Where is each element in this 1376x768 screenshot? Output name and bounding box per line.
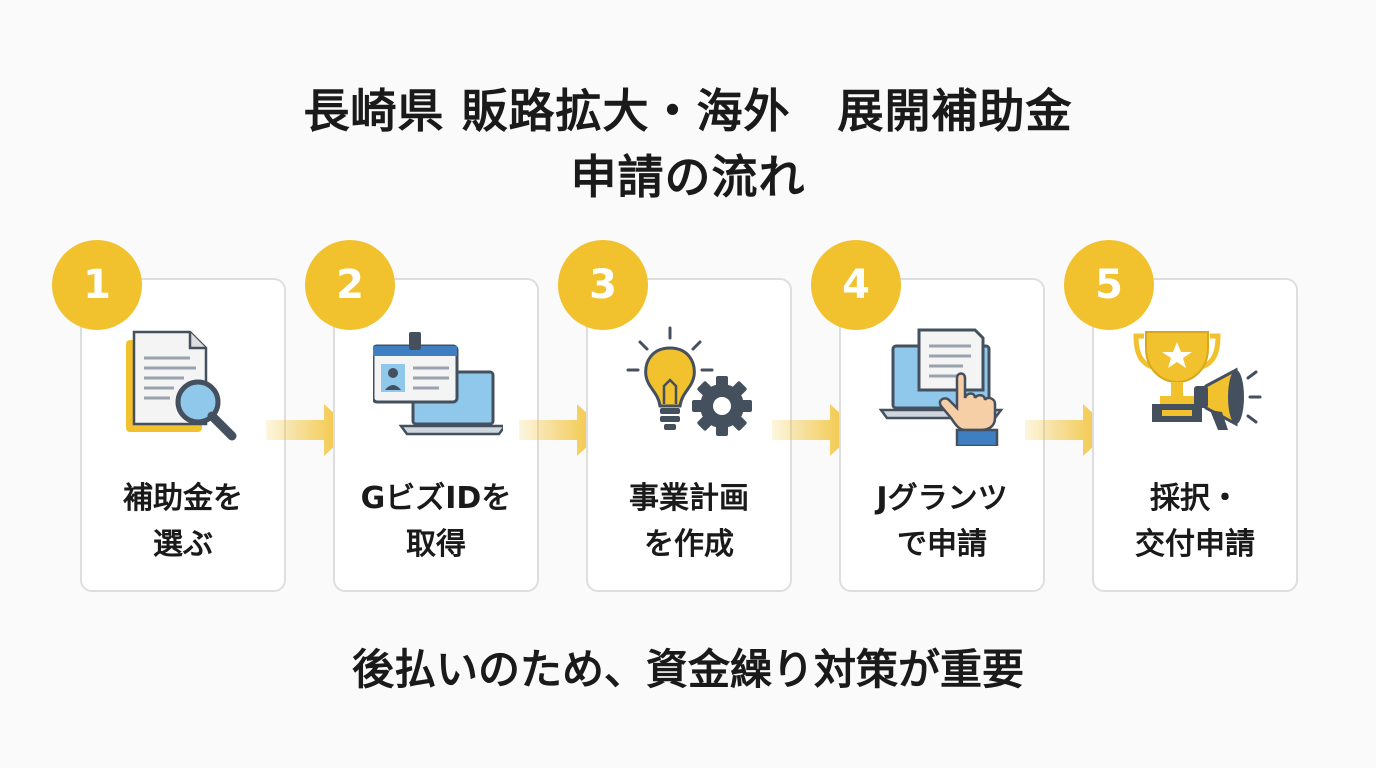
step-label: GビズIDを 取得 — [360, 481, 512, 562]
step-number-badge: 4 — [811, 240, 901, 330]
step-card — [586, 278, 792, 592]
step-5: 5 採択・ 交付申請 — [1064, 240, 1324, 600]
step-number-badge: 2 — [305, 240, 395, 330]
laptop-touch-icon — [879, 328, 1004, 446]
step-number-badge: 1 — [52, 240, 142, 330]
step-label: 採択・ 交付申請 — [1135, 481, 1255, 562]
step-3: 3 事業計 — [558, 240, 818, 600]
id-card-laptop-icon — [373, 332, 503, 436]
document-search-icon — [126, 330, 237, 441]
step-label: 事業計画 を作成 — [629, 481, 749, 562]
step-card — [80, 278, 286, 592]
trophy-megaphone-icon — [1133, 331, 1262, 430]
arrow-right-icon — [266, 404, 352, 456]
step-1: 1 補助金を 選ぶ — [52, 240, 312, 600]
arrow-right-icon — [519, 404, 605, 456]
page-title: 長崎県 販路拡大・海外 展開補助金 申請の流れ — [0, 78, 1376, 210]
step-2: 2 GビズIDを 取得 — [305, 240, 565, 600]
title-line-1: 長崎県 販路拡大・海外 展開補助金 — [303, 84, 1073, 138]
arrow-right-icon — [772, 404, 858, 456]
lightbulb-gear-icon — [626, 326, 752, 436]
step-number-badge: 3 — [558, 240, 648, 330]
step-card — [1092, 278, 1298, 592]
step-number-badge: 5 — [1064, 240, 1154, 330]
title-line-2: 申請の流れ — [570, 150, 806, 204]
arrow-right-icon — [1025, 404, 1111, 456]
step-label: 補助金を 選ぶ — [123, 481, 243, 562]
step-label: Jグランツ で申請 — [876, 481, 1008, 562]
footer-note: 後払いのため、資金繰り対策が重要 — [351, 645, 1024, 694]
step-4: 4 Jグランツ で申請 — [811, 240, 1071, 600]
